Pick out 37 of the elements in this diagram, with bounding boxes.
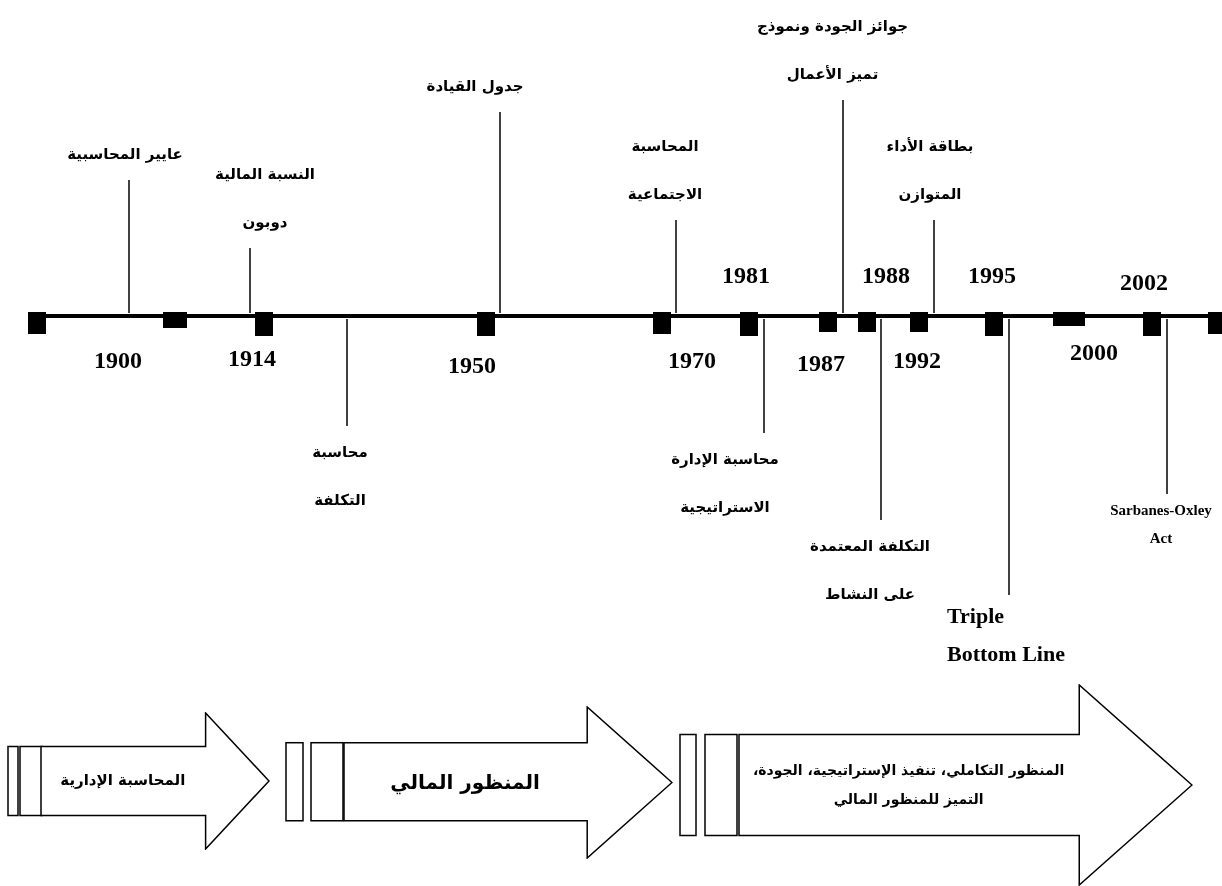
- year-label: 1995: [968, 262, 1016, 289]
- event-label: محاسبة التكلفة: [285, 428, 395, 524]
- year-label: 1970: [668, 347, 716, 374]
- leader-line: [933, 219, 935, 314]
- year-label: 1981: [722, 262, 770, 289]
- leader-line: [763, 318, 765, 434]
- leader-line: [880, 318, 882, 521]
- year-label: 1900: [94, 347, 142, 374]
- year-label: 1950: [448, 352, 496, 379]
- event-label: بطاقة الأداء المتوازن: [865, 122, 995, 218]
- year-label: 1992: [893, 347, 941, 374]
- event-label: Sarbanes-Oxley Act: [1105, 496, 1217, 552]
- event-label: Triple Bottom Line: [947, 597, 1072, 673]
- event-label: جدول القيادة: [415, 62, 535, 110]
- arrow-text: المحاسبة الإدارية: [59, 770, 187, 792]
- leader-line: [346, 318, 348, 427]
- event-label: محاسبة الإدارة الاستراتيجية: [655, 435, 795, 531]
- arrow-text: المنظور المالي: [389, 768, 541, 797]
- year-label: 1914: [228, 345, 276, 372]
- leader-line: [128, 179, 130, 314]
- leader-line: [842, 99, 844, 314]
- block-arrow: [40, 712, 270, 850]
- leader-line: [1008, 318, 1010, 596]
- arrow-text: المنظور التكاملي، تنفيذ الإستراتيجية، الجودة، التميز للمنظور المالي: [751, 760, 1066, 810]
- event-label: جوائز الجودة ونموذج تميز الأعمال: [740, 2, 925, 98]
- event-label: التكلفة المعتمدة على النشاط: [800, 522, 940, 618]
- block-arrow: [738, 684, 1193, 886]
- block-arrow: [343, 706, 673, 859]
- leader-line: [249, 247, 251, 314]
- year-label: 1987: [797, 350, 845, 377]
- year-label: 1988: [862, 262, 910, 289]
- leader-line: [499, 111, 501, 314]
- year-label: 2000: [1070, 339, 1118, 366]
- leader-line: [675, 219, 677, 314]
- year-label: 2002: [1120, 269, 1168, 296]
- event-label: المحاسبة الاجتماعية: [600, 122, 730, 218]
- leader-line: [1166, 318, 1168, 495]
